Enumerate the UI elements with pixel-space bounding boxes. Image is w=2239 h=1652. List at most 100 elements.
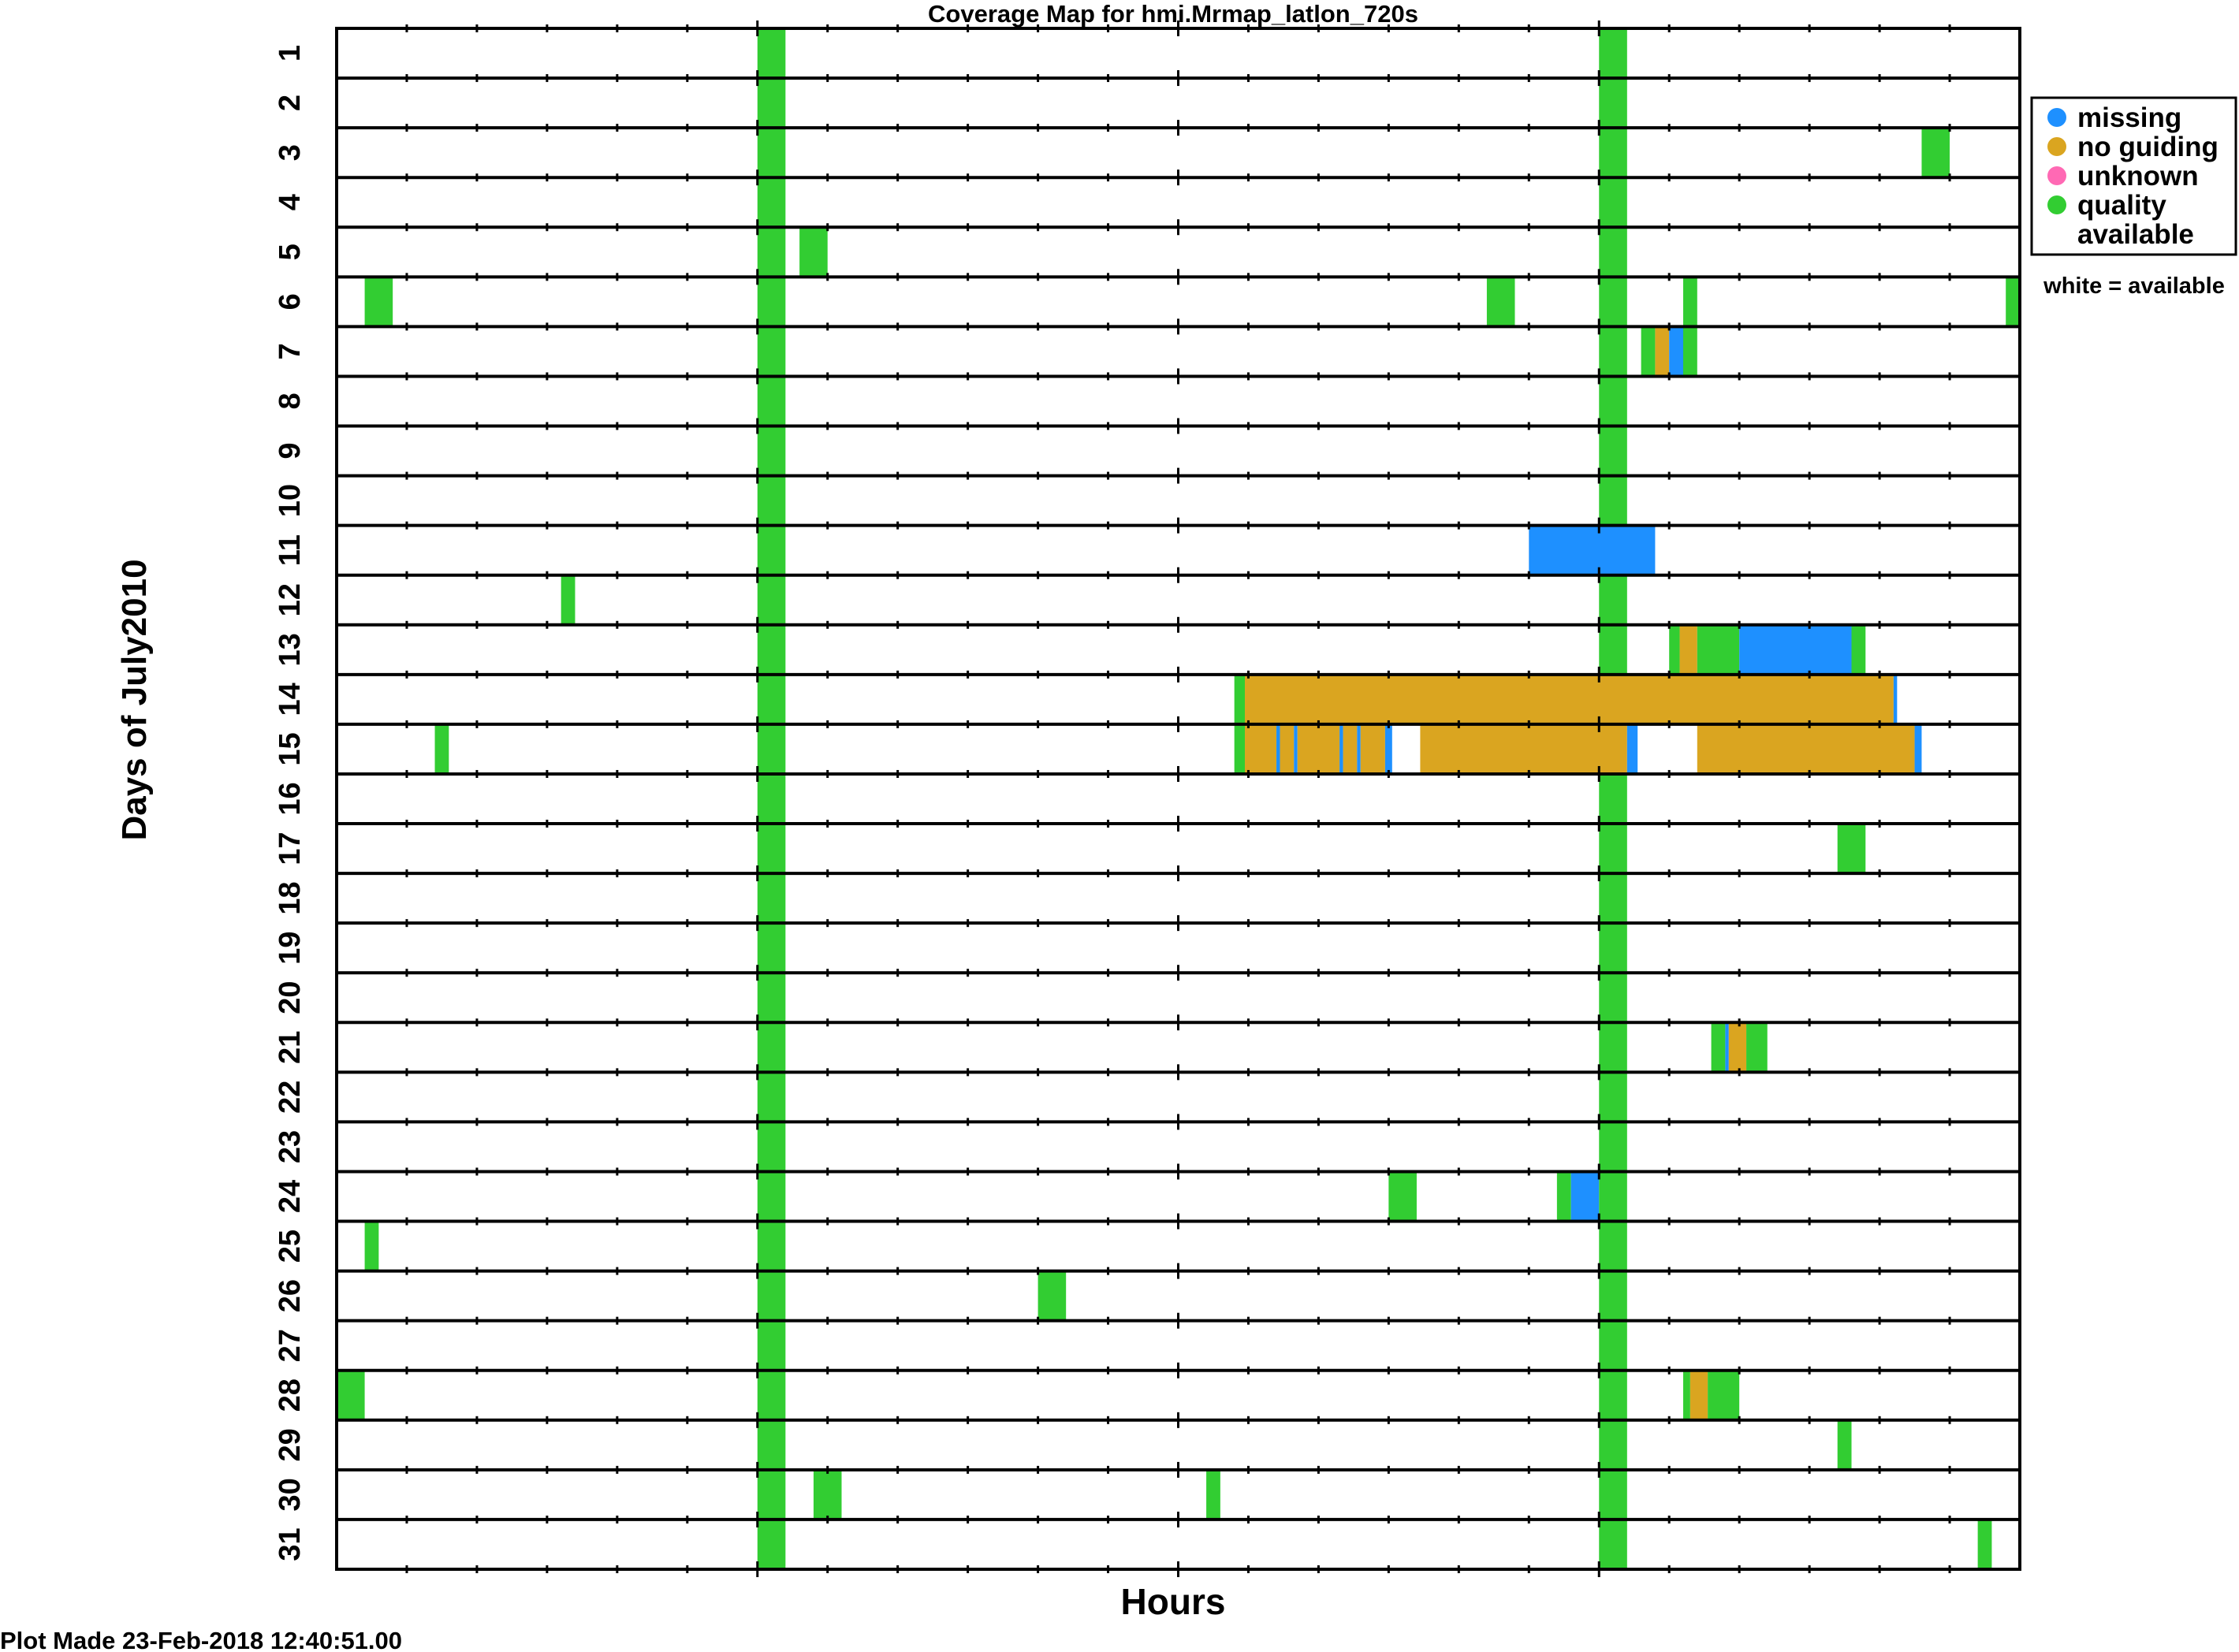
day-tick-label: 11	[274, 534, 307, 566]
coverage-segment-quality	[1697, 625, 1740, 674]
coverage-segment-no_guiding	[1689, 1371, 1708, 1419]
coverage-segment-quality	[1599, 625, 1627, 674]
coverage-segment-quality	[757, 327, 786, 376]
plot-made-footer: Plot Made 23-Feb-2018 12:40:51.00	[0, 1627, 402, 1652]
coverage-segment-quality	[757, 874, 786, 923]
coverage-segment-quality	[757, 1470, 786, 1519]
day-tick-label: 20	[274, 981, 307, 1014]
day-tick-label: 18	[274, 881, 307, 914]
coverage-segment-quality	[757, 1222, 786, 1271]
day-tick-label: 28	[274, 1379, 307, 1412]
day-tick-label: 29	[274, 1428, 307, 1461]
day-tick-label: 16	[274, 782, 307, 815]
coverage-segment-quality	[1234, 724, 1246, 773]
plot-frame	[335, 27, 2021, 1571]
coverage-segment-quality	[1599, 178, 1627, 227]
x-axis-label: Hours	[1121, 1581, 1226, 1622]
day-tick-label: 4	[274, 194, 307, 210]
day-tick-label: 8	[274, 393, 307, 409]
day-tick-label: 22	[274, 1081, 307, 1114]
coverage-segment-quality	[1711, 1023, 1726, 1072]
coverage-segment-no_guiding	[1245, 675, 1894, 724]
day-tick-label: 2	[274, 95, 307, 111]
coverage-segment-quality	[1708, 1371, 1740, 1419]
coverage-segment-quality	[1388, 1172, 1417, 1221]
day-tick-label: 30	[274, 1478, 307, 1511]
coverage-segment-quality	[1038, 1271, 1067, 1320]
coverage-segment-quality	[1641, 327, 1656, 376]
coverage-segment-quality	[757, 228, 786, 277]
coverage-segment-quality	[757, 426, 786, 475]
coverage-segment-quality	[757, 1420, 786, 1469]
coverage-segment-missing	[1357, 724, 1361, 773]
day-tick-label: 9	[274, 442, 307, 459]
coverage-segment-quality	[1599, 377, 1627, 426]
day-tick-label: 26	[274, 1279, 307, 1312]
coverage-segment-missing	[1570, 1172, 1600, 1221]
coverage-segment-quality	[757, 29, 786, 78]
coverage-segment-quality	[2006, 277, 2020, 326]
coverage-segment-quality	[757, 973, 786, 1022]
legend-label-no_guiding: no guiding	[2077, 132, 2219, 162]
coverage-segment-quality	[1234, 675, 1246, 724]
coverage-segment-quality	[757, 1371, 786, 1419]
coverage-segment-no_guiding	[1280, 724, 1295, 773]
coverage-segment-quality	[757, 1271, 786, 1320]
coverage-segment-quality	[1599, 1122, 1627, 1171]
coverage-segment-quality	[757, 1023, 786, 1072]
coverage-segment-quality	[1599, 1271, 1627, 1320]
coverage-segment-no_guiding	[1343, 724, 1358, 773]
coverage-segment-quality	[434, 724, 449, 773]
coverage-segment-quality	[1599, 1073, 1627, 1122]
day-tick-label: 13	[274, 633, 307, 666]
coverage-segment-no_guiding	[1297, 724, 1340, 773]
coverage-segment-missing	[1626, 724, 1638, 773]
coverage-segment-missing	[1893, 675, 1898, 724]
coverage-segment-quality	[561, 575, 576, 624]
coverage-segment-missing	[1339, 724, 1343, 773]
coverage-segment-quality	[757, 1520, 786, 1568]
coverage-segment-quality	[364, 277, 393, 326]
coverage-segment-quality	[1683, 277, 1697, 326]
day-tick-label: 21	[274, 1031, 307, 1064]
coverage-segment-quality	[757, 277, 786, 326]
coverage-segment-quality	[1599, 874, 1627, 923]
coverage-segment-quality	[1683, 327, 1697, 376]
coverage-segment-quality	[757, 724, 786, 773]
coverage-segment-quality	[1837, 824, 1866, 873]
coverage-segment-no_guiding	[1360, 724, 1385, 773]
day-tick-label: 5	[274, 244, 307, 260]
coverage-segment-quality	[1851, 625, 1866, 674]
coverage-segment-quality	[757, 79, 786, 128]
coverage-segment-quality	[1599, 1172, 1627, 1221]
coverage-segment-quality	[1599, 1470, 1627, 1519]
day-tick-label: 3	[274, 144, 307, 161]
legend-swatch-missing	[2047, 108, 2066, 127]
coverage-segment-quality	[757, 774, 786, 824]
coverage-segment-quality	[364, 1222, 379, 1271]
coverage-segment-missing	[1725, 1023, 1729, 1072]
coverage-segment-missing	[1669, 327, 1683, 376]
day-tick-label: 7	[274, 343, 307, 359]
coverage-segment-quality	[1921, 128, 1950, 177]
coverage-segment-quality	[757, 526, 786, 575]
coverage-segment-missing	[1914, 724, 1922, 773]
day-tick-label: 23	[274, 1130, 307, 1163]
coverage-segment-quality	[757, 1073, 786, 1122]
coverage-segment-quality	[1599, 29, 1627, 78]
day-tick-label: 14	[274, 683, 307, 716]
coverage-segment-quality	[1599, 426, 1627, 475]
coverage-segment-no_guiding	[1697, 724, 1915, 773]
legend-swatch-no_guiding	[2047, 137, 2066, 156]
coverage-segment-quality	[1599, 327, 1627, 376]
coverage-segment-quality	[1599, 924, 1627, 973]
day-tick-label: 12	[274, 583, 307, 616]
coverage-segment-quality	[757, 1172, 786, 1221]
coverage-segment-quality	[1837, 1420, 1852, 1469]
coverage-segment-quality	[757, 675, 786, 724]
coverage-segment-missing	[1739, 625, 1852, 674]
coverage-segment-quality	[1599, 973, 1627, 1022]
